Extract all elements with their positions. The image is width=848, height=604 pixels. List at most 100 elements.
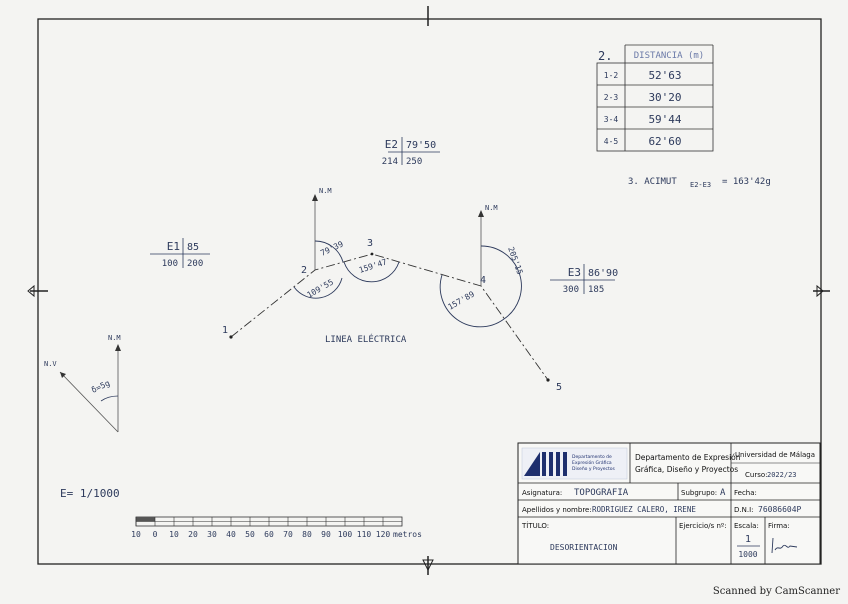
title-block: Departamento de Expresión Gráfica Diseño… [517, 442, 821, 565]
declination-value: δ=5g [90, 378, 111, 394]
station-e1-label: E1 85 100 200 [150, 238, 210, 269]
title-value: DESORIENTACION [550, 543, 618, 552]
course-value: 2022/23 [767, 471, 797, 479]
distance-table: 2. DISTANCIA (m) 1-2 52'63 2-3 30'20 3-4… [596, 44, 714, 152]
scale-tick-label: 30 [207, 530, 217, 539]
scale-numerator: 1 [745, 534, 751, 545]
signature [771, 537, 798, 554]
table-number: 2. [598, 49, 612, 63]
scale-tick-label: 110 [357, 530, 372, 539]
station-e2-label: E2 79'50 214 250 [382, 137, 440, 167]
signature-label: Firma: [768, 522, 790, 530]
declination-diagram: N.M N.V δ=5g [44, 334, 121, 433]
scale-label: Escala: [734, 522, 759, 530]
logo-text: Diseño y Proyectos [572, 466, 616, 472]
station-y: 200 [187, 259, 203, 269]
line-label: LINEA ELÉCTRICA [325, 333, 407, 345]
logo-text: Departamento de [572, 454, 612, 460]
scale-tick-label: 70 [283, 530, 293, 539]
point-2-label: 2 [301, 265, 307, 276]
logo-text: Expresión Gráfica [572, 459, 612, 466]
station-x: 300 [563, 285, 579, 295]
scale-tick-label: 50 [245, 530, 255, 539]
angle-3: 159'47 [358, 257, 388, 275]
title-label: TÍTULO: [521, 521, 549, 530]
station-x: 214 [382, 157, 398, 167]
station-name: E1 [167, 240, 180, 253]
point-4-label: 4 [480, 275, 486, 286]
subject-value: TOPOGRAFIA [574, 488, 629, 498]
scale-denominator: 1000 [738, 550, 757, 559]
north-label: N.M [319, 187, 332, 195]
scale-tick-label: 60 [264, 530, 274, 539]
department-line: Gráfica, Diseño y Proyectos [635, 465, 738, 474]
station-name: E2 [385, 138, 398, 151]
scale-tick-label: 20 [188, 530, 198, 539]
angle-2-lower: 109'55 [306, 277, 336, 299]
point-3-label: 3 [367, 238, 373, 249]
scale-unit: metros [393, 530, 422, 539]
subject-label: Asignatura: [522, 489, 562, 497]
table-row-value: 62'60 [648, 135, 681, 148]
scale-tick-label: 10 [169, 530, 179, 539]
angle-arc-2-upper [314, 240, 344, 263]
azimuth-value: = 163'42g [722, 177, 771, 187]
department-line: Departamento de Expresión [635, 453, 741, 462]
centering-arrow-right [816, 284, 824, 298]
scale-tick-label: 90 [321, 530, 331, 539]
scale-tick-label: 40 [226, 530, 236, 539]
table-header: DISTANCIA (m) [634, 51, 704, 61]
table-row-label: 4-5 [604, 137, 619, 146]
true-north-label: N.V [44, 360, 57, 368]
station-name: E3 [568, 266, 581, 279]
station-x: 100 [162, 259, 178, 269]
name-label: Apellidos y nombre: [522, 506, 592, 514]
table-row-label: 3-4 [604, 115, 619, 124]
station-z: 79'50 [406, 140, 436, 151]
north-arrow-4: N.M [478, 204, 498, 286]
scanner-watermark: Scanned by CamScanner [712, 586, 840, 597]
azimuth-note: 3. ACIMUT E2-E3 = 163'42g [628, 177, 771, 189]
table-row-value: 52'63 [648, 69, 681, 82]
north-arrow-2: N.M [312, 187, 332, 270]
angle-arc-4-lower [439, 274, 505, 328]
north-label: N.M [108, 334, 121, 342]
table-row-value: 30'20 [648, 91, 681, 104]
station-y: 185 [588, 285, 604, 295]
angle-arc-4-upper [480, 245, 522, 320]
point-1-label: 1 [222, 325, 228, 336]
scale-tick-label: 10 [131, 530, 141, 539]
scale-tick-label: 0 [153, 530, 158, 539]
power-line [229, 252, 550, 382]
station-z: 86'90 [588, 268, 618, 279]
azimuth-subscript: E2-E3 [690, 181, 711, 189]
dni-value: 76086604P [758, 505, 802, 514]
angle-arc-2-lower [293, 277, 343, 299]
table-row-value: 59'44 [648, 113, 681, 126]
angle-4-upper: 205'15 [506, 246, 524, 276]
azimuth-prefix: 3. ACIMUT [628, 177, 677, 187]
centering-arrow-left [27, 284, 35, 298]
centering-arrow-bottom [422, 559, 434, 572]
scale-tick-label: 120 [376, 530, 391, 539]
university-name: Universidad de Málaga [735, 451, 815, 459]
date-label: Fecha: [734, 489, 757, 497]
department-logo: Departamento de Expresión Gráfica Diseño… [521, 447, 628, 480]
subgroup-value: A [720, 488, 726, 498]
angle-arc-3 [343, 261, 400, 283]
point-5-label: 5 [556, 382, 562, 393]
course-label: Curso: [745, 471, 768, 479]
scale-note: E= 1/1000 [60, 487, 120, 500]
exercise-label: Ejercicio/s nº: [679, 522, 727, 530]
name-value: RODRIGUEZ CALERO, IRENE [592, 505, 696, 514]
angle-4-lower: 157'89 [447, 289, 477, 311]
scale-tick-label: 100 [338, 530, 353, 539]
table-row-label: 2-3 [604, 93, 619, 102]
station-y: 250 [406, 157, 422, 167]
subgroup-label: Subgrupo: [681, 489, 717, 497]
table-row-label: 1-2 [604, 71, 619, 80]
scale-tick-label: 80 [302, 530, 312, 539]
